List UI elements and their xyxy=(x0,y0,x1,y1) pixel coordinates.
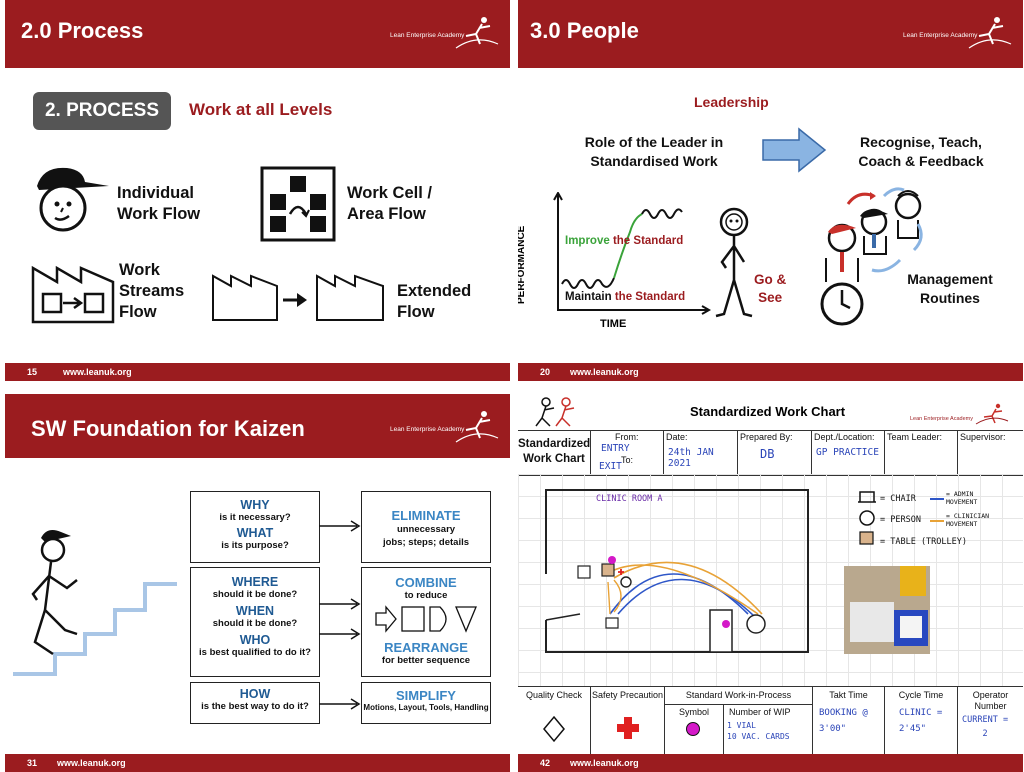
role-of-leader-label: Role of the Leader in Standardised Work xyxy=(584,134,724,169)
legend-table: = TABLE (TROLLEY) xyxy=(880,537,967,547)
operator-number-cell: Operator Number CURRENT = 2 xyxy=(962,690,1009,739)
sw-bottom-row xyxy=(518,686,1023,755)
eliminate-box: ELIMINATE unnecessary jobs; steps; detai… xyxy=(361,491,491,563)
layout-grid xyxy=(518,474,1023,686)
worker-face-icon xyxy=(37,167,109,232)
page-number: 15 xyxy=(27,367,38,377)
shapes-icon xyxy=(375,605,477,633)
runner-icon xyxy=(455,17,499,49)
runner-icon xyxy=(455,411,499,443)
slide-footer: 20 www.leanuk.org xyxy=(518,363,1023,381)
sw-label-cell: Standardized Work Chart xyxy=(518,431,591,475)
factory-icon xyxy=(31,265,115,324)
page-number: 42 xyxy=(540,758,551,768)
work-streams-label: Work Streams Flow xyxy=(119,261,185,321)
lean-enterprise-logo: Lean Enterprise Academy xyxy=(390,14,500,54)
lean-enterprise-logo: Lean Enterprise Academy xyxy=(910,402,1010,428)
clinic-layout-drawing xyxy=(545,489,809,653)
supervisor-cell: Supervisor: xyxy=(958,431,1023,475)
footer-url[interactable]: www.leanuk.org xyxy=(570,758,639,768)
runners-icon xyxy=(535,397,575,427)
footer-url[interactable]: www.leanuk.org xyxy=(57,758,126,768)
safety-cross-icon xyxy=(617,717,639,739)
slide-process: 2.0 Process Lean Enterprise Academy 2. P… xyxy=(5,0,510,381)
prepared-by-cell: Prepared By: DB xyxy=(738,431,812,475)
maintain-label: Maintain the Standard xyxy=(565,291,686,303)
page-number: 31 xyxy=(27,758,38,768)
team-leader-cell: Team Leader: xyxy=(885,431,958,475)
extended-flow-icon xyxy=(212,274,384,321)
why-what-box: WHY is it necessary? WHAT is its purpose… xyxy=(190,491,320,563)
from-to-cell: From: ENTRY EXIT To: xyxy=(591,431,664,475)
wip-symbol-icon xyxy=(686,722,700,736)
legend-chair: = CHAIR xyxy=(880,494,916,504)
sw-chart-sheet: Standardized Work Chart Lean Enterprise … xyxy=(518,394,1023,772)
safety-precaution-cell: Safety Precaution xyxy=(591,687,665,754)
slide-header: 2.0 Process Lean Enterprise Academy xyxy=(5,0,510,68)
slide-sw-foundation: SW Foundation for Kaizen Lean Enterprise… xyxy=(5,394,510,772)
lean-enterprise-logo: Lean Enterprise Academy xyxy=(390,408,500,448)
quality-check-cell: Quality Check xyxy=(518,687,591,754)
x-axis-label: TIME xyxy=(600,318,627,330)
process-subtitle: Work at all Levels xyxy=(189,100,333,119)
legend-symbols-icon xyxy=(858,491,876,545)
improve-label: Improve the Standard xyxy=(565,235,684,247)
work-cell-icon xyxy=(260,166,336,242)
slide-sw-chart: Standardized Work Chart Lean Enterprise … xyxy=(518,394,1023,772)
takt-time-cell: Takt Time BOOKING @ 3'00" xyxy=(813,687,885,754)
dept-location-cell: Dept./Location: GP PRACTICE xyxy=(812,431,885,475)
slide-title: 2.0 Process xyxy=(21,18,144,43)
management-routines-icon xyxy=(820,187,923,326)
where-when-who-box: WHERE should it be done? WHEN should it … xyxy=(190,567,320,677)
combine-rearrange-box: COMBINE to reduce REARRANGE for better s… xyxy=(361,567,491,677)
slide-footer: 15 www.leanuk.org xyxy=(5,363,510,381)
slide-people: 3.0 People Lean Enterprise Academy Leade… xyxy=(518,0,1023,381)
slide-footer: 31 www.leanuk.org xyxy=(5,754,510,772)
cycle-time-cell: Cycle Time CLINIC = 2'45" xyxy=(885,687,958,754)
arrows-icon xyxy=(319,520,361,710)
slide-footer: 42 www.leanuk.org xyxy=(518,754,1023,772)
go-and-see-label: Go & See xyxy=(754,272,787,305)
room-label: CLINIC ROOM A xyxy=(596,494,663,504)
runner-icon xyxy=(975,403,1009,425)
process-badge: 2. PROCESS xyxy=(33,92,171,130)
leadership-heading: Leadership xyxy=(694,94,769,110)
slide-header: SW Foundation for Kaizen Lean Enterprise… xyxy=(5,394,510,458)
management-routines-label: Management Routines xyxy=(907,271,993,306)
legend-clinician: = CLINICIAN MOVEMENT xyxy=(946,512,990,528)
work-cell-label: Work Cell / Area Flow xyxy=(347,184,432,223)
how-box: HOW is the best way to do it? xyxy=(190,682,320,724)
admin-line-swatch xyxy=(930,498,944,500)
slide-header: 3.0 People Lean Enterprise Academy xyxy=(518,0,1023,68)
footer-url[interactable]: www.leanuk.org xyxy=(63,367,132,377)
extended-flow-label: Extended Flow xyxy=(397,282,472,321)
slide-title: 3.0 People xyxy=(530,18,639,43)
legend-person: = PERSON xyxy=(880,515,921,525)
clinician-line-swatch xyxy=(930,520,944,522)
right-arrow-icon xyxy=(762,127,827,173)
footer-url[interactable]: www.leanuk.org xyxy=(570,367,639,377)
performance-graph xyxy=(553,192,712,315)
quality-diamond-icon xyxy=(543,715,565,743)
runner-icon xyxy=(968,17,1012,49)
recognise-label: Recognise, Teach, Coach & Feedback xyxy=(858,134,984,169)
swip-cell: Standard Work-in-Process Symbol Number o… xyxy=(665,687,813,754)
go-and-see-figure-icon xyxy=(715,207,753,318)
staircase-figure-icon xyxy=(13,530,177,676)
sw-chart-title: Standardized Work Chart xyxy=(690,404,846,419)
trolley-photo xyxy=(844,566,930,654)
simplify-box: SIMPLIFY Motions, Layout, Tools, Handlin… xyxy=(361,682,491,724)
individual-flow-label: Individual Work Flow xyxy=(117,184,201,223)
date-cell: Date: 24th JAN 2021 xyxy=(664,431,738,475)
slide-title: SW Foundation for Kaizen xyxy=(31,416,305,441)
legend-admin: = ADMIN MOVEMENT xyxy=(946,490,978,506)
lean-enterprise-logo: Lean Enterprise Academy xyxy=(903,14,1013,54)
page-number: 20 xyxy=(540,367,551,377)
y-axis-label: PERFORMANCE xyxy=(518,225,527,304)
